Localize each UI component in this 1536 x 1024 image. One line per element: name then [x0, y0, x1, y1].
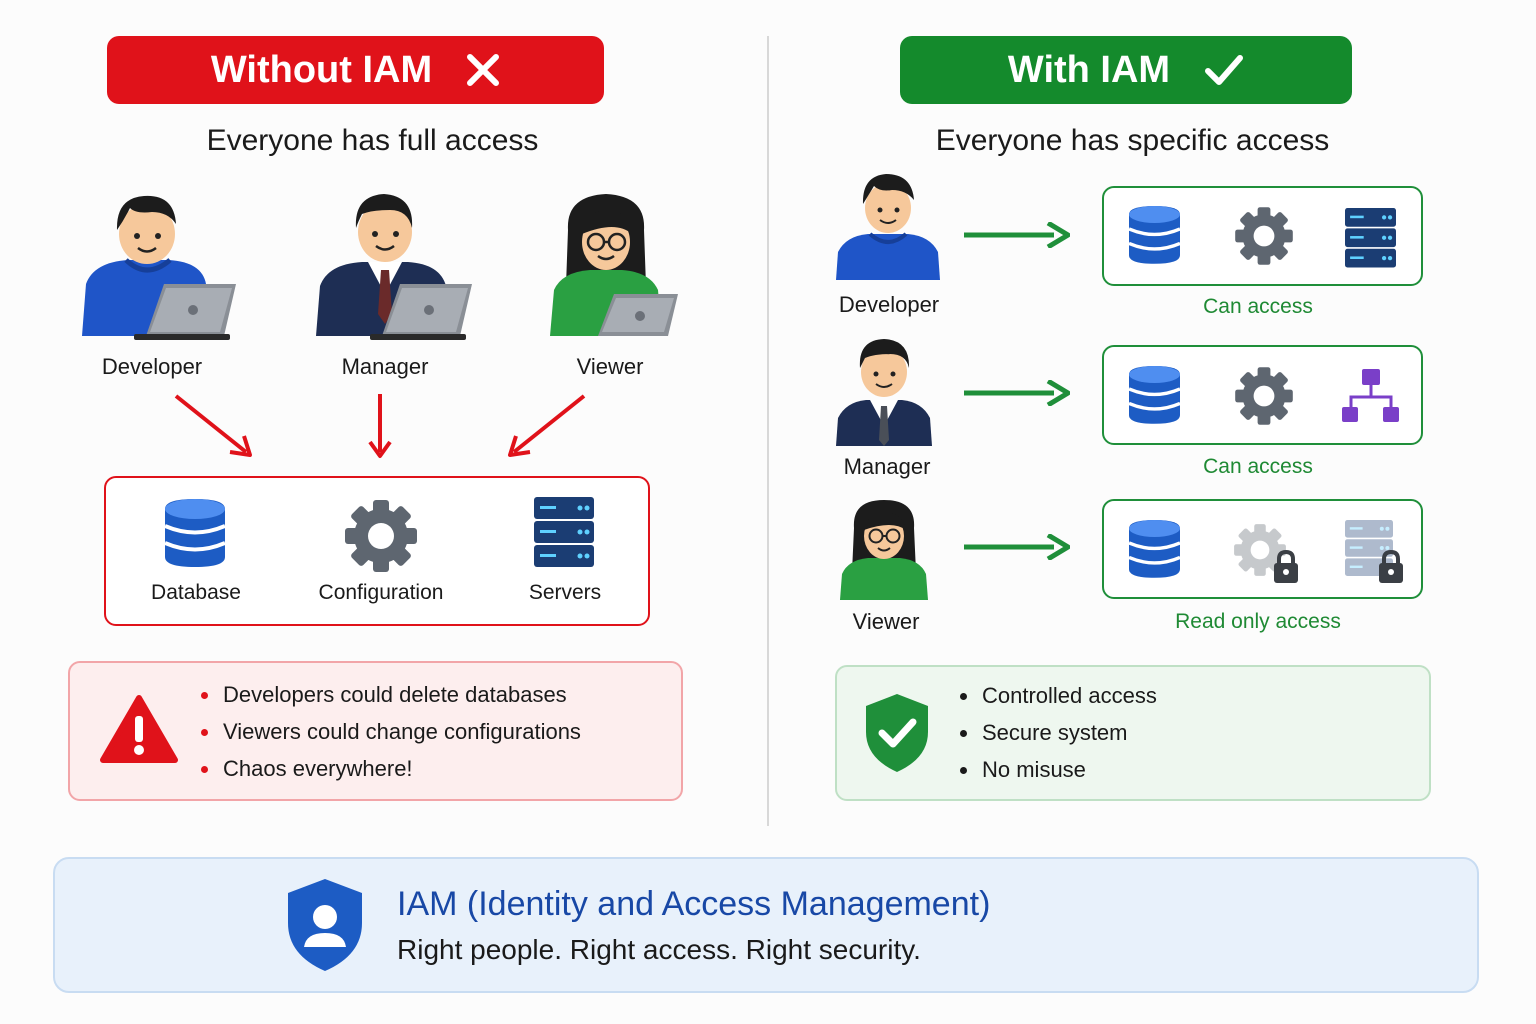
developer-avatar-icon	[836, 174, 940, 280]
warning-icon	[100, 695, 178, 763]
center-divider	[767, 36, 769, 826]
green-arrow-icon	[962, 380, 1070, 406]
footer-title: IAM (Identity and Access Management)	[397, 885, 991, 923]
warning-list: Developers could delete databases Viewer…	[201, 680, 581, 791]
developer-avatar-icon	[82, 195, 236, 340]
manager-avatar-icon	[316, 194, 472, 340]
right-subtitle: Everyone has specific access	[935, 124, 1330, 157]
footer-subtitle: Right people. Right access. Right securi…	[397, 934, 921, 965]
cross-icon	[467, 54, 500, 86]
with-iam-title: With IAM	[1007, 48, 1171, 91]
resource-servers-label: Servers	[528, 581, 602, 604]
benefit-item: Controlled access	[960, 681, 1157, 718]
resource-database-label: Database	[151, 581, 241, 604]
viewer-avatar-icon	[840, 500, 928, 600]
with-iam-banner: With IAM	[900, 36, 1352, 104]
gear-icon	[1235, 367, 1293, 425]
footer-panel	[53, 857, 1479, 993]
green-arrow-icon	[962, 534, 1070, 560]
server-icon	[1345, 208, 1396, 268]
access-caption-manager: Can access	[1203, 455, 1313, 478]
warning-item: Chaos everywhere!	[201, 754, 581, 791]
server-icon	[534, 497, 594, 567]
warning-item: Viewers could change configurations	[201, 717, 581, 754]
left-person-developer: Developer	[101, 354, 203, 379]
viewer-avatar-icon	[550, 194, 678, 336]
benefits-list: Controlled access Secure system No misus…	[960, 681, 1157, 792]
left-subtitle: Everyone has full access	[206, 124, 539, 157]
left-person-viewer: Viewer	[576, 354, 644, 379]
locked-gear-icon	[1234, 524, 1300, 584]
warning-item: Developers could delete databases	[201, 680, 581, 717]
warning-box	[68, 661, 683, 801]
gear-icon	[345, 500, 417, 572]
hierarchy-icon	[1342, 369, 1399, 422]
access-caption-developer: Can access	[1203, 295, 1313, 318]
red-arrows-icon	[174, 394, 586, 458]
gear-icon	[1235, 207, 1293, 265]
without-iam-title: Without IAM	[210, 48, 433, 91]
green-arrow-icon	[962, 222, 1070, 248]
shield-user-icon	[288, 879, 362, 971]
database-icon	[1129, 206, 1181, 266]
locked-server-icon	[1345, 520, 1405, 584]
left-person-manager: Manager	[341, 354, 429, 379]
database-icon	[1129, 366, 1181, 426]
database-icon	[1129, 520, 1181, 580]
right-person-developer: Developer	[838, 292, 940, 317]
shield-check-icon	[866, 694, 928, 772]
resource-configuration-label: Configuration	[318, 581, 444, 604]
without-iam-banner: Without IAM	[107, 36, 604, 104]
benefit-item: No misuse	[960, 755, 1157, 792]
manager-avatar-icon	[836, 339, 932, 446]
benefits-box	[835, 665, 1431, 801]
benefit-item: Secure system	[960, 718, 1157, 755]
checkmark-icon	[1205, 55, 1244, 85]
right-person-viewer: Viewer	[852, 609, 920, 634]
access-caption-viewer: Read only access	[1175, 610, 1341, 633]
right-person-manager: Manager	[843, 454, 931, 479]
database-icon	[165, 499, 225, 569]
